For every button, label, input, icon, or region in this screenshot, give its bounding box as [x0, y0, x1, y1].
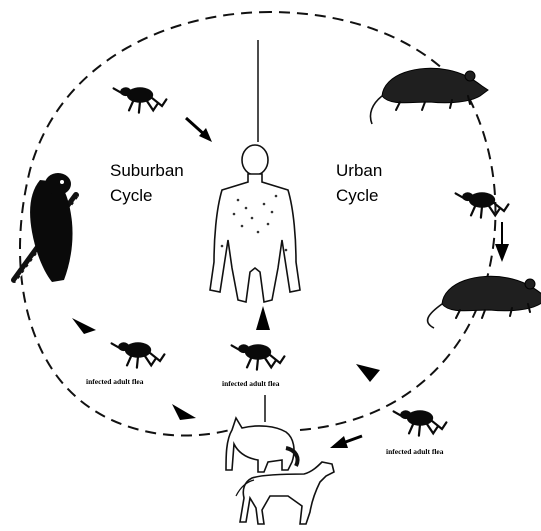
flea-icon [394, 410, 447, 435]
human-figure-icon [210, 145, 300, 302]
arrow-icon [495, 222, 509, 262]
arrow-icon [330, 436, 362, 448]
arrowhead-icon [256, 306, 270, 330]
suburban-label-line1: Suburban [110, 161, 184, 180]
flea-icon [112, 342, 165, 367]
dog-icon [236, 462, 334, 524]
tree-squirrel-icon [14, 173, 78, 282]
rat-icon [428, 276, 541, 328]
flea-icon [456, 192, 509, 217]
arrowhead-icon [172, 404, 196, 420]
rat-icon [370, 68, 488, 124]
flea-icon [114, 87, 167, 112]
flea-caption-left: infected adult flea [86, 377, 144, 386]
arrow-icon [186, 118, 212, 142]
arrowhead-icon [72, 318, 96, 334]
cat-icon [226, 418, 298, 472]
suburban-label-line2: Cycle [110, 186, 153, 205]
arrowhead-icon [356, 364, 380, 382]
urban-label-line2: Cycle [336, 186, 379, 205]
urban-label-line1: Urban [336, 161, 382, 180]
flea-icon [232, 344, 285, 369]
flea-caption-center: infected adult flea [222, 379, 280, 388]
flea-caption-bottom-right: infected adult flea [386, 447, 444, 456]
